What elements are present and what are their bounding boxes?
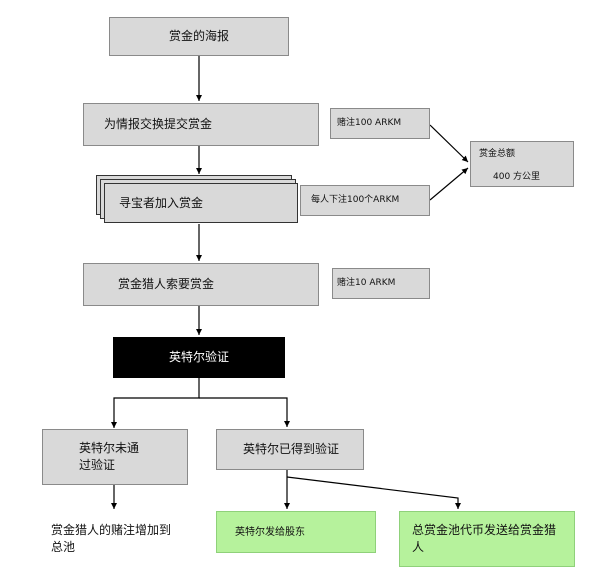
each-bet-100-label: 每人下注100个ARKM bbox=[311, 195, 400, 205]
claim-bounty-label: 赏金猎人索要赏金 bbox=[118, 277, 215, 291]
arrow-eachbet-to-pool bbox=[429, 167, 469, 201]
bounty-poster-label: 赏金的海报 bbox=[168, 29, 229, 43]
pool-to-hunter-label: 总赏金池代币发送给赏金猎 人 bbox=[412, 522, 556, 556]
stake-to-pool-label: 赏金猎人的赌注增加到 总池 bbox=[51, 522, 171, 556]
submit-bounty-node: 为情报交换提交赏金 bbox=[83, 103, 319, 146]
to-shareholders-label: 英特尔发给股东 bbox=[235, 526, 305, 538]
bounty-pool-node: 赏金总额 400 方公里 bbox=[470, 141, 574, 187]
verified-node: 英特尔已得到验证 bbox=[216, 429, 364, 470]
bounty-pool-title: 赏金总额 bbox=[479, 149, 516, 159]
submit-bounty-label: 为情报交换提交赏金 bbox=[104, 117, 213, 131]
arrow-bet100-to-pool bbox=[429, 124, 469, 163]
arrow-verify-branch bbox=[113, 378, 200, 427]
hunters-join-node: 寻宝者加入赏金 bbox=[104, 183, 298, 223]
intel-verify-label: 英特尔验证 bbox=[168, 350, 229, 364]
pool-to-hunter-line1: 总赏金池代币发送给赏金猎 bbox=[412, 523, 557, 537]
bet-100-label: 赌注100 ARKM bbox=[337, 118, 402, 128]
bounty-poster-node: 赏金的海报 bbox=[109, 17, 289, 56]
arrow-branch-to-verified bbox=[199, 397, 290, 427]
arrow-verified-to-hunter bbox=[286, 476, 461, 509]
claim-bounty-node: 赏金猎人索要赏金 bbox=[83, 263, 319, 306]
intel-verify-node: 英特尔验证 bbox=[113, 337, 285, 378]
pool-to-hunter-line2: 人 bbox=[412, 540, 425, 554]
to-shareholders-node: 英特尔发给股东 bbox=[216, 511, 376, 553]
stake-to-pool-line1: 赏金猎人的赌注增加到 bbox=[51, 523, 172, 537]
not-verified-label-line2: 过验证 bbox=[79, 458, 116, 472]
stake-to-pool-line2: 总池 bbox=[51, 540, 76, 554]
not-verified-label-line1: 英特尔未通 bbox=[79, 441, 140, 455]
hunters-join-label: 寻宝者加入赏金 bbox=[119, 195, 204, 210]
pool-to-hunter-node: 总赏金池代币发送给赏金猎 人 bbox=[399, 511, 575, 567]
bet-100-node: 赌注100 ARKM bbox=[330, 108, 430, 139]
verified-label: 英特尔已得到验证 bbox=[243, 442, 340, 456]
each-bet-100-node: 每人下注100个ARKM bbox=[300, 185, 430, 216]
bet-10-label: 赌注10 ARKM bbox=[337, 278, 396, 288]
stake-to-pool-node: 赏金猎人的赌注增加到 总池 bbox=[42, 511, 188, 567]
bet-10-node: 赌注10 ARKM bbox=[332, 268, 430, 299]
bounty-pool-value: 400 方公里 bbox=[493, 172, 541, 182]
not-verified-node: 英特尔未通 过验证 bbox=[42, 429, 188, 485]
not-verified-label: 英特尔未通 过验证 bbox=[79, 440, 139, 474]
